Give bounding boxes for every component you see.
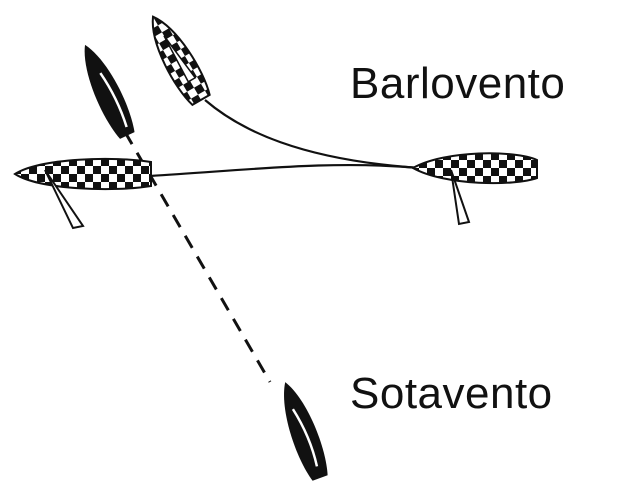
checkered-boat-right-hull: [413, 153, 537, 183]
dark-boat-top: [74, 40, 139, 141]
line-top-boat-to-right-boat: [205, 100, 420, 168]
dark-boat-bottom-hull: [273, 378, 332, 483]
dark-boat-bottom: [273, 378, 332, 483]
checkered-boat-left: [15, 159, 151, 228]
dark-boat-top-hull: [74, 40, 139, 141]
label-windward: Barlovento: [350, 62, 565, 106]
checkered-boat-right: [413, 153, 537, 224]
checkered-boat-left-hull: [15, 159, 151, 189]
connecting-lines: [125, 100, 420, 382]
checkered-boat-top: [141, 10, 213, 107]
label-leeward: Sotavento: [350, 372, 553, 416]
line-left-boat-to-right-boat: [150, 165, 420, 176]
